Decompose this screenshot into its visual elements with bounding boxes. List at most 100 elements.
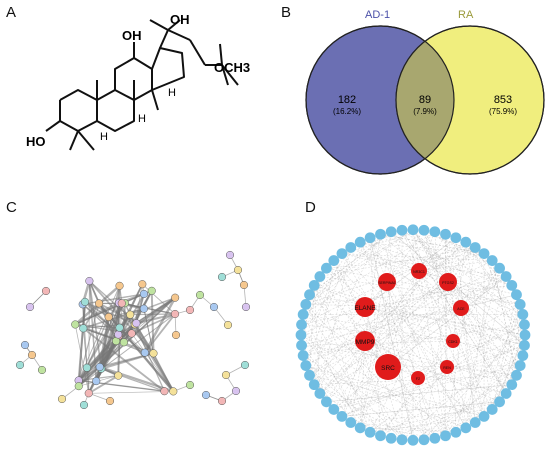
oh-top-label: OH [170, 12, 190, 27]
och3-label: OCH3 [214, 60, 250, 75]
network-d-outer-node [419, 225, 430, 236]
network-c-node [120, 338, 128, 346]
h-label-2: H [100, 131, 108, 143]
network-d-hub-label: F2 [416, 377, 420, 381]
network-d-outer-node [386, 433, 397, 444]
network-c-node [140, 290, 148, 298]
venn-right-title: RA [458, 9, 474, 21]
network-c-node [105, 313, 113, 321]
network-d-outer-node [337, 248, 348, 259]
venn-left-pct: (16.2%) [333, 107, 361, 116]
network-c-node [75, 382, 83, 390]
network-d-outer-node [309, 379, 320, 390]
panel-a-structure: A [0, 0, 275, 190]
network-d-outer-node [429, 433, 440, 444]
network-c-node [148, 287, 156, 295]
network-c-node [118, 300, 126, 308]
network-d-outer-node [479, 411, 490, 422]
panel-c-ppi-network: C [0, 195, 275, 461]
network-c-node [106, 397, 114, 405]
network-d-hub-label: CDK1 [448, 340, 458, 344]
network-d-hub-label: SRC [381, 365, 395, 372]
circular-network: SRCMMP9ELANESERPINA1NR3C1PTGS2ACECDK1REN… [275, 195, 550, 461]
venn-diagram: AD-1 RA 182 (16.2%) 89 (7.9%) 853 (75.9%… [275, 0, 550, 190]
network-d-outer-node [506, 379, 517, 390]
network-c-node [116, 324, 124, 332]
venn-overlap-pct: (7.9%) [413, 107, 437, 116]
network-d-outer-node [517, 309, 528, 320]
network-c-node [241, 361, 249, 369]
network-d-outer-node [519, 340, 530, 351]
network-d-hub-label: MMP9 [356, 339, 375, 346]
network-d-outer-node [300, 360, 311, 371]
network-c-node [210, 303, 218, 311]
network-c-node [26, 303, 34, 311]
venn-overlap-count: 89 [419, 94, 431, 106]
network-d-hub-label: PTGS2 [442, 281, 454, 285]
network-d-outer-node [304, 289, 315, 300]
network-d-outer-node [511, 370, 522, 381]
network-d-outer-node [300, 299, 311, 310]
panel-label-c: C [6, 199, 17, 216]
network-d-outer-node [298, 350, 309, 361]
network-d-outer-node [408, 224, 419, 235]
network-d-outer-node [309, 280, 320, 291]
network-c-node [83, 364, 91, 372]
network-c-node [141, 349, 149, 357]
network-d-outer-node [515, 299, 526, 310]
network-d-outer-node [355, 422, 366, 433]
network-c-node [234, 266, 242, 274]
venn-left-title: AD-1 [365, 9, 390, 21]
network-c-node [71, 321, 79, 329]
network-d-outer-node [304, 370, 315, 381]
network-c-node [186, 381, 194, 389]
ho-label: HO [26, 134, 46, 149]
network-c-node [114, 331, 122, 339]
network-d-hub-label: ELANE [354, 305, 376, 312]
network-c-node [240, 281, 248, 289]
network-c-node [224, 321, 232, 329]
network-c-node [218, 273, 226, 281]
network-c-node [92, 377, 100, 385]
network-d-outer-node [355, 237, 366, 248]
network-d-outer-node [397, 225, 408, 236]
network-d-outer-node [450, 232, 461, 243]
panel-label-d: D [305, 199, 316, 216]
network-d-outer-node [519, 319, 530, 330]
network-d-outer-node [506, 280, 517, 291]
network-c-node [232, 387, 240, 395]
network-d-outer-node [460, 237, 471, 248]
network-c-node [38, 366, 46, 374]
network-c-node [171, 294, 179, 302]
network-d-outer-node [345, 417, 356, 428]
molecule-structure: OH OH HO OCH3 H H H [0, 0, 275, 190]
network-c-node [186, 306, 194, 314]
network-c-node [96, 363, 104, 371]
network-c-node [126, 311, 134, 319]
h-label-3: H [168, 87, 176, 99]
network-c-node [81, 298, 89, 306]
network-d-outer-node [397, 434, 408, 445]
panel-label-b: B [281, 4, 291, 21]
network-c-node [171, 310, 179, 318]
network-d-edge [391, 232, 484, 417]
network-c-node [42, 287, 50, 295]
network-c-node [161, 387, 169, 395]
network-d-outer-node [470, 242, 481, 253]
network-c-node [226, 251, 234, 259]
network-d-outer-node [298, 309, 309, 320]
network-d-outer-node [296, 330, 307, 341]
network-d-outer-node [365, 427, 376, 438]
network-d-outer-node [515, 360, 526, 371]
network-d-hub-label: ACE [457, 307, 465, 311]
h-label-1: H [138, 113, 146, 125]
network-d-outer-node [450, 427, 461, 438]
network-c-node [80, 401, 88, 409]
network-d-outer-node [517, 350, 528, 361]
network-d-outer-node [460, 422, 471, 433]
network-c-node [86, 277, 94, 285]
network-c-node [196, 291, 204, 299]
network-d-outer-node [375, 430, 386, 441]
oh-ring-label: OH [122, 28, 142, 43]
